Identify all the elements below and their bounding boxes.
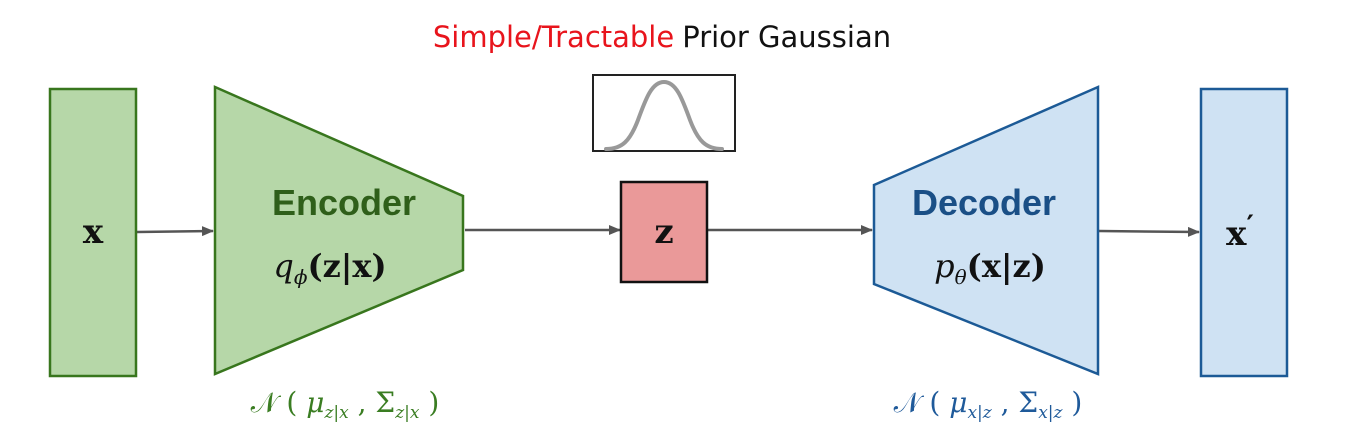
encoder-formula-args: (z|x) bbox=[307, 247, 386, 285]
encoder-formula-base: q bbox=[273, 247, 293, 285]
arrow-input-to-encoder bbox=[136, 226, 214, 237]
decoder-dist-suffix: ) bbox=[1063, 386, 1083, 419]
decoder-dist-sigma-sub: x|z bbox=[1038, 403, 1063, 423]
encoder-block: Encoder qϕ(z|x) bbox=[213, 85, 465, 376]
decoder-title: Decoder bbox=[912, 182, 1056, 223]
encoder-dist-mu-sub: z|x bbox=[323, 403, 349, 423]
encoder-dist-mu: μ bbox=[306, 386, 324, 419]
encoder-dist-suffix: ) bbox=[420, 386, 440, 419]
encoder-dist-sep: , bbox=[349, 386, 376, 419]
encoder-dist-prefix: 𝒩 ( bbox=[251, 386, 307, 419]
gaussian-curve bbox=[604, 79, 724, 151]
prior-gaussian-plot bbox=[592, 74, 736, 152]
encoder-distribution: 𝒩 ( μz|x , Σz|x ) bbox=[251, 386, 440, 423]
output-label: x′ bbox=[1226, 209, 1254, 254]
decoder-block: Decoder pθ(x|z) bbox=[872, 85, 1100, 376]
encoder-shape bbox=[213, 85, 465, 376]
output-rect bbox=[1199, 87, 1289, 378]
decoder-distribution: 𝒩 ( μx|z , Σx|z ) bbox=[894, 386, 1083, 423]
decoder-shape bbox=[872, 85, 1100, 376]
encoder-dist-sigma-sub: z|x bbox=[394, 403, 420, 423]
input-rect bbox=[48, 87, 138, 378]
prior-plot-frame bbox=[592, 74, 736, 152]
output-label-prime: ′ bbox=[1246, 209, 1253, 242]
latent-rect bbox=[619, 180, 709, 284]
arrow-decoder-to-output bbox=[1098, 226, 1200, 237]
input-block: x bbox=[48, 87, 138, 378]
decoder-dist-sigma: Σ bbox=[1018, 386, 1038, 419]
encoder-title: Encoder bbox=[272, 182, 416, 223]
prior-title-highlight: Simple/Tractable bbox=[433, 20, 674, 54]
encoder-dist-sigma: Σ bbox=[375, 386, 395, 419]
decoder-formula-args: (x|z) bbox=[967, 247, 1046, 285]
decoder-dist-mu-sub: x|z bbox=[967, 403, 992, 423]
latent-label: z bbox=[654, 212, 673, 252]
decoder-formula: pθ(x|z) bbox=[934, 247, 1046, 289]
encoder-formula-sub: ϕ bbox=[294, 265, 308, 289]
prior-title-rest: Prior Gaussian bbox=[682, 20, 891, 54]
input-label: x bbox=[83, 212, 104, 252]
decoder-dist-mu: μ bbox=[949, 386, 967, 419]
latent-block: z bbox=[619, 180, 709, 284]
output-block: x′ bbox=[1199, 87, 1289, 378]
encoder-formula: qϕ(z|x) bbox=[273, 247, 386, 289]
decoder-dist-sep: , bbox=[992, 386, 1019, 419]
decoder-formula-base: p bbox=[934, 247, 954, 285]
decoder-formula-sub: θ bbox=[955, 265, 967, 289]
output-label-base: x bbox=[1226, 214, 1247, 254]
decoder-dist-prefix: 𝒩 ( bbox=[894, 386, 950, 419]
